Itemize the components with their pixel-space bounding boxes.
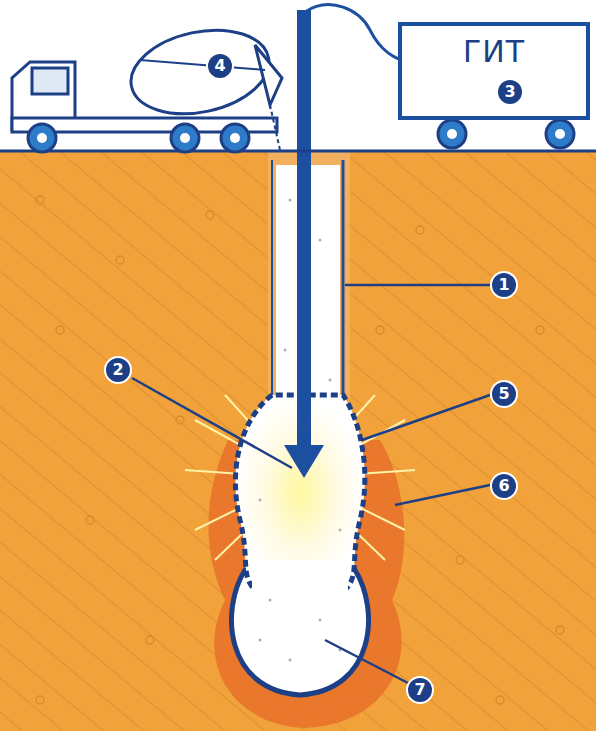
callout-number: 4 [206, 52, 234, 80]
callout-number: 2 [104, 356, 132, 384]
hubs [37, 129, 565, 143]
generator-van: ГИТ [398, 22, 590, 120]
cable [305, 5, 410, 62]
callout-number: 5 [490, 380, 518, 408]
electrode [297, 10, 311, 450]
leader-lines [132, 285, 490, 683]
callout-number: 1 [490, 271, 518, 299]
node-label: ГИТ [463, 34, 525, 69]
callout-number: 6 [490, 472, 518, 500]
callout-number: 7 [406, 676, 434, 704]
callout-number: 3 [496, 78, 524, 106]
wheels [28, 120, 574, 152]
